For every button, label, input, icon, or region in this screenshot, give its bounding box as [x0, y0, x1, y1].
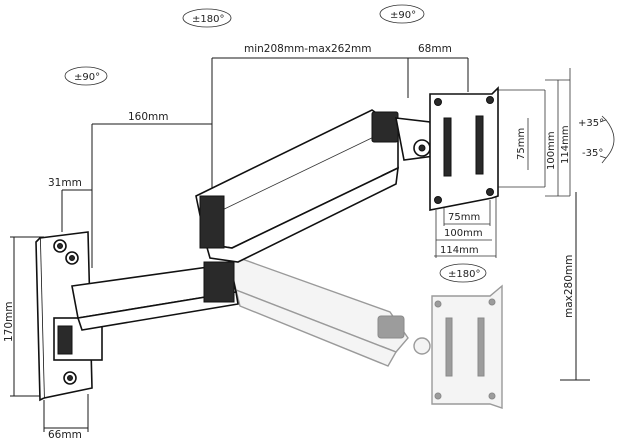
head-rotate-label: ±180° — [448, 269, 480, 280]
rotate-arrow-icon — [439, 263, 487, 283]
tilt-down-label: -35° — [582, 148, 603, 159]
max-height-label: max280mm — [563, 255, 575, 318]
tilt-up-label: +35° — [578, 118, 604, 129]
rotate-arrow-icon — [379, 4, 425, 24]
vesa-100-height-label: 100mm — [546, 131, 557, 170]
head-swivel-label: ±90° — [390, 10, 416, 21]
base-swivel-label: ±90° — [74, 72, 100, 83]
wall-offset-label: 31mm — [48, 177, 82, 189]
rotate-arrow-icon — [64, 66, 108, 86]
vesa-plate — [429, 86, 499, 211]
head-offset-label: 68mm — [418, 43, 452, 55]
lower-arm — [71, 261, 239, 331]
tilt-arrow-icon — [605, 119, 615, 159]
arm-length-label: min208mm-max262mm — [244, 43, 371, 55]
rotation-arrows — [64, 4, 615, 283]
vesa-114-width-label: 114mm — [440, 245, 479, 256]
vesa-114-height-label: 114mm — [560, 125, 571, 164]
vesa-75-width-label: 75mm — [448, 212, 480, 223]
lower-arm-label: 160mm — [128, 111, 169, 123]
arm-swivel-label: ±180° — [192, 14, 224, 25]
dimension-lines — [10, 57, 590, 432]
vesa-100-width-label: 100mm — [444, 228, 483, 239]
plate-height-label: 170mm — [3, 302, 15, 343]
gas-spring-arm — [195, 109, 435, 263]
rotate-arrow-icon — [182, 8, 232, 28]
ghost-arm-lowered — [227, 252, 503, 409]
vesa-75-height-label: 75mm — [516, 128, 527, 160]
plate-width-label: 66mm — [48, 429, 82, 441]
